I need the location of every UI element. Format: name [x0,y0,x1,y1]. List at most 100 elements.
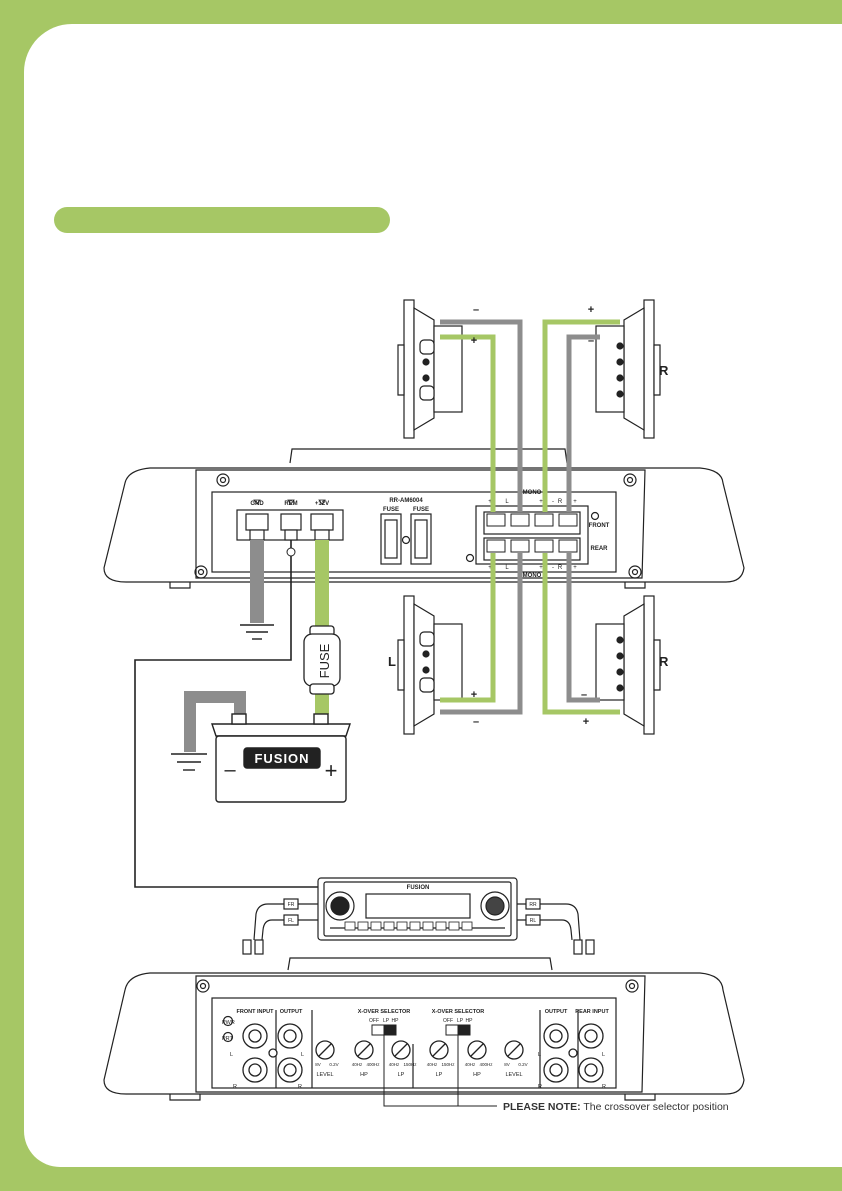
speaker-terminal-screws [486,513,578,553]
terminal-mark: R [558,565,563,571]
xover-option: HP [466,1018,474,1024]
speaker-rl-top-sign: + [471,689,477,701]
wire-fr-positive [542,319,620,512]
ground-wire-battery [184,691,246,752]
xover-title-right: X-OVER SELECTOR [432,1009,484,1015]
terminal-mark: L [505,565,509,571]
terminal-arrows [253,499,326,505]
fuse-label-2: FUSE [413,507,429,513]
knob-max: 400Hz [366,1062,380,1067]
head-unit-brand: FUSION [407,885,430,891]
xover-option: LP [383,1018,390,1024]
note-leader-lines [383,1035,497,1107]
terminal-mark: + [573,565,577,571]
bridge-label-bottom: MONO [523,573,542,579]
rem-terminal-screw [286,547,296,557]
knob-min: 8V [315,1062,321,1067]
knob-max: 150Hz [441,1062,455,1067]
power-wiring [134,540,329,888]
terminal-mark: - [552,499,554,505]
speaker-fr-bottom-sign: – [588,335,594,347]
wire-fr-negative [566,334,600,512]
level-knobs [315,1040,524,1060]
front-row-label: FRONT [589,523,610,529]
speaker-rear-right [595,595,661,735]
terminal-mark: L [505,499,509,505]
channel-label: R [602,1084,606,1090]
channel-label: R [538,1084,542,1090]
speaker-rl-bottom-sign: – [473,716,479,728]
xover-option: OFF [443,1018,453,1024]
wire-rl-negative [440,553,523,715]
fuse-label-1: FUSE [383,507,399,513]
rear-row-label: REAR [590,546,608,552]
rca-tag-fl: FL [288,918,294,924]
remote-wire [134,540,318,888]
bridge-label-top: MONO [523,490,542,496]
wire-fl-positive [440,334,496,512]
inline-fuse [303,625,341,695]
rca-tag-fr: FR [288,902,295,908]
amplifier-top [103,448,745,589]
section-heading-bar [54,207,390,233]
wire-fl-negative [440,319,523,512]
amp-model-label: RR-AM6004 [389,498,423,504]
knob-min: 40Hz [465,1062,476,1067]
note-text: The crossover selector position [583,1101,729,1113]
xover-switches [371,1024,471,1036]
channel-label: R [233,1084,237,1090]
xover-option: HP [392,1018,400,1024]
battery-plus-sign: + [325,758,338,783]
front-input-label: FRONT INPUT [237,1009,275,1015]
xover-option: OFF [369,1018,379,1024]
ground-symbols [171,624,274,771]
channel-label: L [230,1052,233,1058]
led-label-pwr: PWR [222,1020,235,1026]
knob-min: 40Hz [427,1062,438,1067]
terminal-mark: + [539,499,543,505]
output-label-right: OUTPUT [545,1009,568,1015]
battery [211,713,351,803]
speaker-fr-side-label: R [659,363,669,378]
amplifier-bottom [103,957,745,1101]
speaker-rr-bottom-sign: + [583,716,589,728]
knob-min: 8V [504,1062,510,1067]
channel-label: L [538,1052,541,1058]
wire-rl-positive [440,553,496,703]
rca-jacks [242,1023,604,1083]
channel-label: R [298,1084,302,1090]
knob-label-lp: LP [398,1072,405,1078]
speaker-rr-side-label: R [659,654,669,669]
led-label-prt: PRT [222,1036,234,1042]
terminal-mark: + [488,499,492,505]
knob-label-lp: LP [436,1072,443,1078]
knob-min: 40Hz [352,1062,363,1067]
rca-tag-rl: RL [530,918,537,924]
wire-rr-positive [542,553,620,715]
knob-max: 400Hz [479,1062,493,1067]
knob-label-hp: HP [360,1072,368,1078]
speaker-fl-top-sign: – [473,304,479,316]
battery-brand-logo: FUSION [254,751,309,766]
knob-min: 40Hz [389,1062,400,1067]
terminal-mark: R [558,499,563,505]
knob-label-level: LEVEL [505,1072,522,1078]
speaker-rl-side-label: L [388,654,396,669]
knob-max: 0.2V [329,1062,338,1067]
battery-minus-sign: – [224,759,236,781]
head-unit-buttons [344,921,473,931]
terminal-mark: + [573,499,577,505]
speaker-wires [440,319,620,715]
rca-tag-rr: RR [529,902,537,908]
knob-max: 0.2V [518,1062,527,1067]
knob-label-hp: HP [473,1072,481,1078]
channel-label: L [602,1052,605,1058]
terminal-mark: + [488,565,492,571]
terminal-mark: + [539,565,543,571]
rear-input-label: REAR INPUT [575,1009,609,1015]
xover-option: LP [457,1018,464,1024]
knob-max: 150Hz [403,1062,417,1067]
speaker-front-left [397,299,463,439]
speaker-rear-left [397,595,463,735]
